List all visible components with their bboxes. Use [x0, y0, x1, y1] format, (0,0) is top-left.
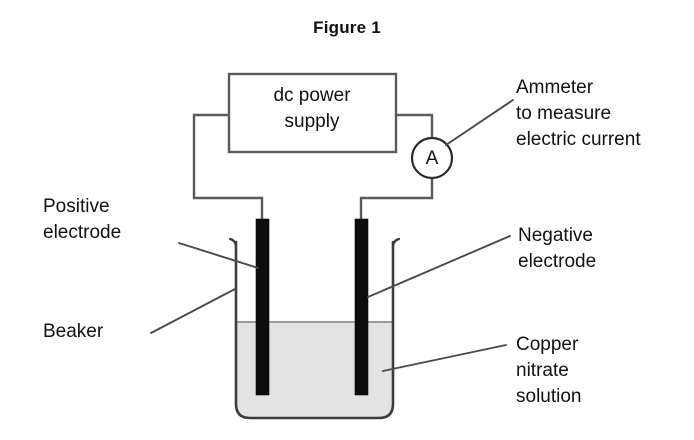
beaker-rim-left — [228, 237, 238, 248]
wire-ammeter-upper-branch — [394, 113, 434, 141]
positive-electrode-annotation-line1: Positive — [43, 196, 110, 217]
negative-electrode-annotation-line1: Negative — [518, 225, 593, 246]
ammeter-circle — [410, 136, 454, 180]
beaker-outline — [234, 240, 395, 420]
negative-electrode-annotation-line2: electrode — [518, 251, 596, 272]
solution-annotation-line3: solution — [516, 386, 582, 407]
beaker-assembly — [228, 237, 401, 420]
power-supply-label-line2: supply — [285, 111, 340, 132]
annotation-positive-electrode: Positive electrode — [43, 196, 121, 243]
annotation-negative-electrode: Negative electrode — [518, 225, 596, 272]
solution-annotation-line1: Copper — [516, 334, 579, 355]
positive-electrode-bar — [255, 218, 270, 396]
circuit-wiring — [192, 113, 434, 224]
annotation-solution: Copper nitrate solution — [516, 334, 582, 407]
ammeter-annotation-line3: electric current — [516, 129, 641, 150]
solution-annotation-line2: nitrate — [516, 360, 569, 381]
wire-ammeter-lower-branch — [359, 176, 434, 224]
leader-line-positive-electrode — [178, 242, 259, 269]
leader-line-ammeter — [445, 99, 514, 146]
dc-power-supply: dc power supply — [227, 72, 398, 154]
leader-lines — [150, 99, 514, 372]
beaker-rim-right — [391, 237, 401, 248]
annotation-ammeter: Ammeter to measure electric current — [516, 77, 641, 150]
ammeter-annotation-line1: Ammeter — [516, 77, 594, 98]
leader-line-beaker — [150, 288, 236, 334]
ammeter-annotation-line2: to measure — [516, 103, 611, 124]
power-supply-label-line1: dc power — [273, 85, 351, 106]
negative-electrode-bar — [354, 218, 369, 396]
annotation-beaker: Beaker — [43, 321, 104, 342]
power-supply-box — [227, 72, 398, 154]
wire-positive-branch — [192, 113, 264, 224]
copper-nitrate-solution-fill — [237, 322, 392, 417]
beaker-annotation-line1: Beaker — [43, 321, 104, 342]
positive-electrode-annotation-line2: electrode — [43, 222, 121, 243]
figure-title: Figure 1 — [313, 18, 381, 37]
ammeter-symbol: A — [410, 136, 454, 180]
leader-line-negative-electrode — [367, 235, 511, 298]
ammeter-letter: A — [426, 148, 439, 169]
leader-line-solution — [382, 344, 507, 372]
